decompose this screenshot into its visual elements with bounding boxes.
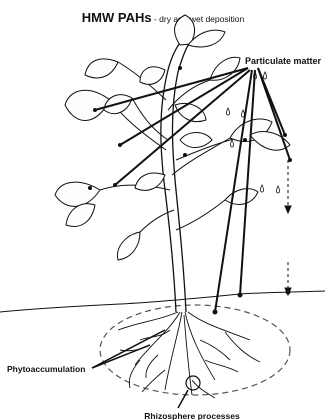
roots: [118, 312, 260, 398]
leaf: [140, 67, 165, 85]
leaf: [85, 59, 118, 78]
rhizosphere-pointer: [178, 390, 188, 408]
ground-line: [0, 291, 325, 312]
title-suffix: - dry and wet deposition: [152, 14, 245, 24]
leaf: [65, 90, 110, 120]
label-particulate-matter: Particulate matter: [245, 56, 322, 66]
label-phytoaccumulation: Phytoaccumulation: [7, 364, 85, 374]
phytoaccumulation-lines: [92, 330, 165, 368]
leaf: [117, 232, 140, 260]
leaf: [55, 182, 100, 206]
deposition-arrows: [285, 160, 291, 295]
rhizosphere-marker: [186, 376, 200, 390]
diagram-title: HMW PAHs - dry and wet deposition: [82, 10, 245, 25]
stem: [161, 40, 190, 312]
rhizosphere-zone: [100, 305, 290, 395]
leaf: [225, 189, 258, 205]
title-main: HMW PAHs: [82, 10, 152, 25]
label-rhizosphere: Rhizosphere processes: [144, 411, 240, 420]
leaf: [66, 204, 95, 227]
leaf: [180, 133, 212, 148]
